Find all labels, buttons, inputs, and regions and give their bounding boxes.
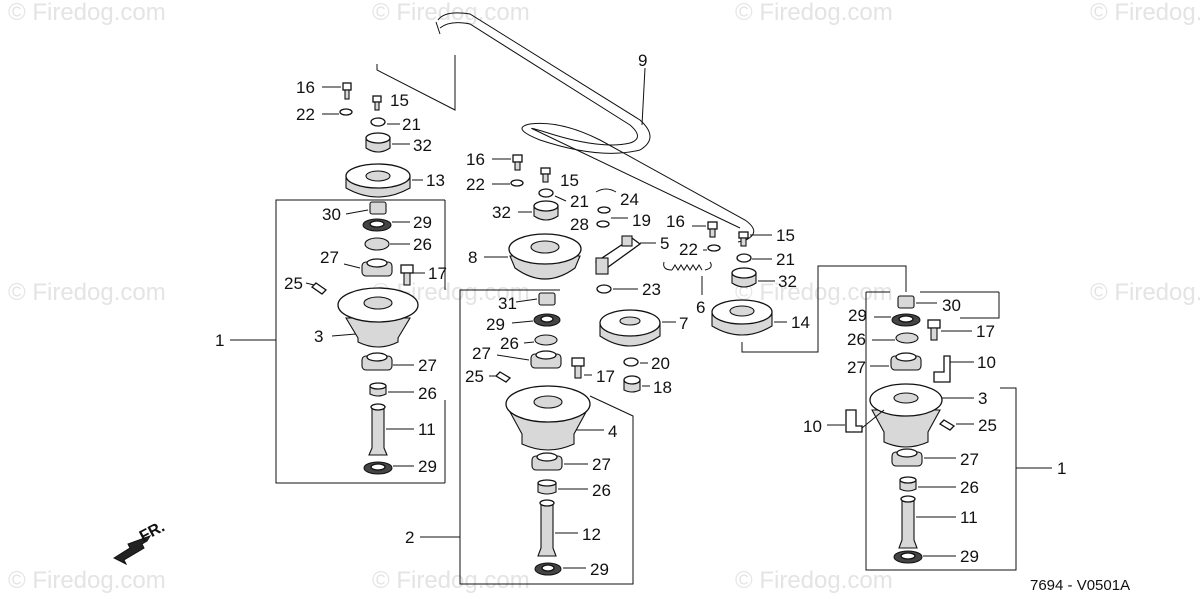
part-number-label: 4 [608,422,617,441]
watermark: © Firedog.com [735,567,893,594]
watermark: © Firedog.com [8,567,166,594]
part-number-label: 5 [660,234,669,253]
part-number-label: 10 [803,417,822,436]
part-number-label: 31 [498,294,517,313]
part-number-label: 32 [413,136,432,155]
part-number-label: 22 [679,240,698,259]
watermark: © Firedog.com [372,567,530,594]
part-number-label: 11 [418,420,436,439]
part-number-label: 27 [847,358,866,377]
part-number-label: 17 [596,367,615,386]
part-number-label: 16 [666,212,685,231]
label-left-group: 1 [215,331,224,350]
part-number-label: 26 [960,478,979,497]
part-number-label: 16 [296,78,315,97]
part-number-label: 27 [472,344,491,363]
part-number-label: 21 [776,250,795,269]
part-number-label: 26 [847,330,866,349]
part-number-label: 6 [696,298,705,317]
part-number-label: 27 [592,455,611,474]
part-number-label: 21 [402,115,421,134]
part-number-label: 25 [978,416,997,435]
label-belt: 9 [638,51,647,70]
part-number-label: 29 [486,315,505,334]
part-number-label: 20 [651,354,670,373]
part-number-label: 24 [620,190,639,209]
right-spindle-assembly: 1 16 22 15 21 32 14 30 [666,212,1066,571]
part-number-label: 32 [778,272,797,291]
v-belt [435,12,755,243]
part-number-label: 28 [570,215,589,234]
part-number-label: 17 [976,322,995,341]
part-number-label: 7 [679,314,688,333]
part-number-label: 11 [960,508,978,527]
watermark: © Firedog.com [8,279,166,306]
part-number-label: 23 [642,280,661,299]
label-right-group: 1 [1057,459,1066,478]
part-number-label: 29 [590,560,609,579]
part-number-label: 17 [428,264,447,283]
part-number-label: 25 [465,367,484,386]
watermark: © Firedog.com [735,0,893,26]
watermark: © Firedog.com [1090,0,1200,26]
part-number-label: 32 [492,203,511,222]
part-number-label: 15 [560,171,579,190]
part-number-label: 15 [390,91,409,110]
part-number-label: 19 [632,211,651,230]
part-number-label: 15 [776,226,795,245]
diagram-code: 7694 - V0501A [1030,577,1130,594]
part-number-label: 26 [413,235,432,254]
part-number-label: 22 [466,175,485,194]
part-number-label: 29 [418,457,437,476]
left-spindle-assembly: 1 16 22 15 21 32 13 30 [215,55,456,484]
part-number-label: 21 [570,192,589,211]
watermarks: © Firedog.com © Firedog.com © Firedog.co… [8,0,1200,594]
center-spindle-assembly: 2 16 22 15 21 24 32 28 19 [405,150,712,585]
part-number-label: 13 [426,171,445,190]
part-number-label: 26 [592,481,611,500]
part-number-label: 29 [960,547,979,566]
part-number-label: 27 [320,248,339,267]
label-center-group: 2 [405,528,414,547]
part-number-label: 3 [978,389,987,408]
part-number-label: 8 [468,248,477,267]
part-number-label: 25 [284,274,303,293]
part-number-label: 18 [653,378,672,397]
front-direction-arrow: FR. [112,518,168,566]
watermark: © Firedog.com [1090,279,1200,306]
part-number-label: 3 [314,327,323,346]
part-number-label: 27 [418,356,437,375]
part-number-label: 29 [413,213,432,232]
part-number-label: 10 [977,353,996,372]
part-number-label: 30 [942,296,961,315]
part-number-label: 16 [466,150,485,169]
part-number-label: 22 [296,105,315,124]
watermark: © Firedog.com [8,0,166,26]
part-number-label: 26 [500,334,519,353]
part-number-label: 27 [960,450,979,469]
part-number-label: 14 [791,313,810,332]
part-number-label: 12 [582,525,601,544]
part-number-label: 29 [848,306,867,325]
part-number-label: 30 [322,205,341,224]
part-number-label: 26 [418,384,437,403]
